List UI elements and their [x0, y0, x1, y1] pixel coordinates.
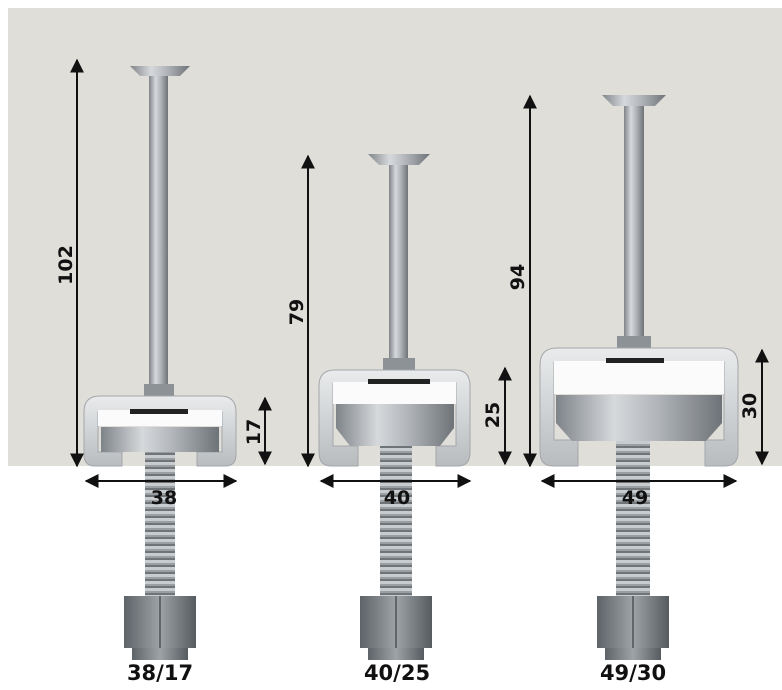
t-head [101, 427, 219, 452]
washer [368, 379, 430, 384]
anchor-shaft [389, 164, 408, 364]
washer [606, 358, 664, 363]
anchor-head [602, 95, 666, 106]
washer [130, 409, 188, 414]
threaded-bolt [616, 441, 650, 600]
anchor-shaft [624, 104, 644, 342]
channel-rail [318, 369, 471, 467]
length-label-49-30: 94 [507, 264, 529, 290]
height-label-49-30: 30 [739, 393, 761, 419]
product-label-49-30: 49/30 [600, 661, 666, 685]
dimension-lines [70, 58, 769, 488]
length-label-40-25: 79 [286, 299, 308, 325]
anchor-shaft [149, 75, 168, 390]
t-head [556, 395, 722, 441]
length-label-38-17: 102 [55, 245, 77, 285]
product-label-40-25: 40/25 [364, 661, 430, 685]
t-head [336, 404, 454, 446]
width-label-49-30: 49 [622, 487, 648, 509]
anchor-head [368, 154, 430, 165]
height-label-38-17: 17 [243, 419, 265, 445]
anchor-49-30 [539, 95, 739, 660]
width-label-40-25: 40 [384, 487, 410, 509]
anchor-head [130, 66, 190, 76]
product-label-38-17: 38/17 [127, 661, 193, 685]
anchor-40-25 [318, 154, 471, 660]
threaded-bolt [380, 446, 412, 600]
height-label-40-25: 25 [482, 402, 504, 428]
channel-rail [539, 347, 739, 467]
anchor-38-17 [83, 66, 237, 660]
width-label-38-17: 38 [151, 487, 177, 509]
threaded-bolt [145, 452, 175, 600]
